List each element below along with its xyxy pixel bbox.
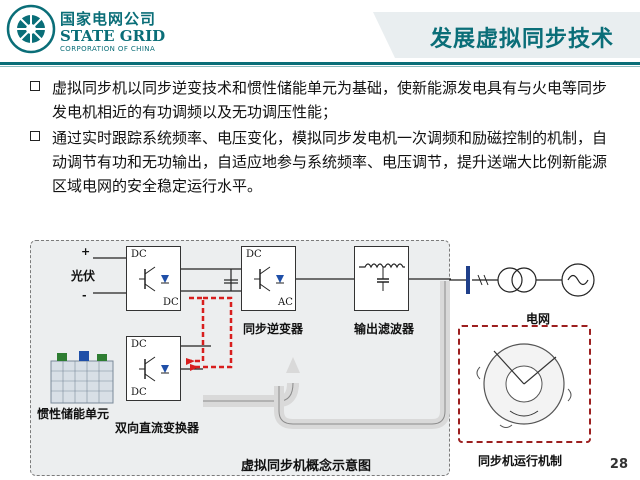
lc-filter-icon — [359, 263, 405, 291]
minus-terminal: - — [82, 289, 87, 302]
header-rule — [0, 62, 640, 65]
dc-bottom-out-label: DC — [131, 387, 147, 398]
igbt-switch-icon — [139, 266, 169, 292]
bullet-text: 通过实时跟踪系统频率、电压变化，模拟同步发电机一次调频和励磁控制的机制，自动调节… — [52, 129, 608, 195]
dcdc-converter-top: DC DC — [126, 246, 181, 311]
sync-inverter: DC AC — [241, 246, 296, 311]
dc-top-out-label: DC — [163, 297, 179, 308]
page-number: 28 — [609, 457, 628, 472]
bullet-list: 虚拟同步机以同步逆变技术和惯性储能单元为基础，使新能源发电具有与火电等同步发电机… — [30, 76, 620, 200]
inv-in-label: DC — [246, 249, 262, 260]
inv-out-label: AC — [278, 297, 293, 308]
grid-label: 电网 — [526, 312, 551, 326]
header-rule-thin — [0, 66, 640, 67]
vsg-concept-diagram: + - 光伏 DC DC DC DC DC AC — [30, 240, 451, 476]
header: 国家电网公司 STATE GRID CORPORATION OF CHINA 发… — [0, 0, 640, 72]
synchronous-machine-icon — [476, 343, 572, 428]
company-name-cn: 国家电网公司 — [60, 10, 157, 28]
output-filter-label: 输出滤波器 — [354, 322, 415, 336]
dc-bottom-in-label: DC — [131, 339, 147, 350]
dcdc-converter-bottom: DC DC — [126, 336, 181, 401]
igbt-switch-icon — [139, 356, 169, 382]
checkbox-bullet-icon — [30, 131, 40, 141]
plus-terminal: + — [81, 245, 91, 258]
sync-machine-caption: 同步机运行机制 — [478, 454, 563, 468]
storage-label: 惯性储能单元 — [37, 407, 110, 421]
bidirectional-dc-label: 双向直流变换器 — [115, 421, 200, 435]
pv-label: 光伏 — [71, 269, 96, 283]
output-filter — [354, 246, 409, 311]
page-title: 发展虚拟同步技术 — [429, 27, 614, 52]
diagram-caption: 虚拟同步机概念示意图 — [241, 459, 372, 474]
grid-connection-icon — [450, 263, 595, 297]
dc-top-in-label: DC — [131, 249, 147, 260]
sync-machine-diagram — [458, 325, 591, 443]
company-name-en: STATE GRID — [60, 27, 166, 45]
state-grid-logo-icon — [6, 4, 56, 54]
sync-inverter-label: 同步逆变器 — [243, 322, 304, 336]
checkbox-bullet-icon — [30, 81, 40, 91]
battery-storage-icon — [50, 351, 114, 404]
bullet-item: 虚拟同步机以同步逆变技术和惯性储能单元为基础，使新能源发电具有与火电等同步发电机… — [30, 76, 620, 124]
bullet-text: 虚拟同步机以同步逆变技术和惯性储能单元为基础，使新能源发电具有与火电等同步发电机… — [52, 79, 608, 121]
diagram-wiring — [93, 257, 451, 429]
igbt-switch-icon — [254, 266, 284, 292]
company-name-en-sub: CORPORATION OF CHINA — [60, 45, 156, 53]
bullet-item: 通过实时跟踪系统频率、电压变化，模拟同步发电机一次调频和励磁控制的机制，自动调节… — [30, 126, 620, 198]
title-bar: 发展虚拟同步技术 — [373, 12, 640, 58]
